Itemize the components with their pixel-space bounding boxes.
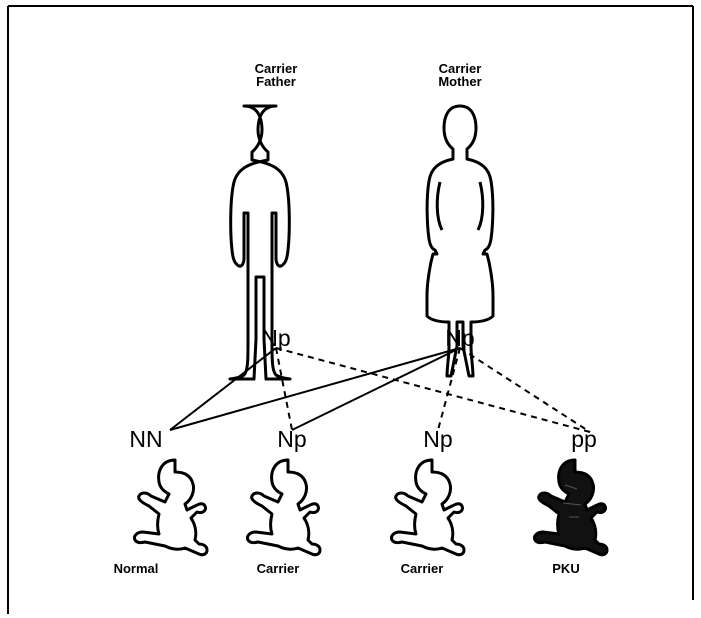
father-label: Carrier Father — [236, 62, 316, 88]
child-genotype: pp — [554, 428, 614, 451]
child-label: Normal — [96, 562, 176, 575]
mother-genotype: Np — [430, 327, 490, 350]
child-label: Carrier — [382, 562, 462, 575]
line-father-N-to-NN — [170, 348, 276, 430]
allele-lines — [170, 348, 590, 432]
line-father-p-to-Np — [276, 348, 292, 430]
line-mother-p-to-pp — [460, 348, 590, 432]
child-genotype: Np — [408, 428, 468, 451]
mother-label: Carrier Mother — [420, 62, 500, 88]
father-genotype: Np — [246, 327, 306, 350]
baby-normal-icon — [134, 460, 207, 555]
baby-carrier-2-icon — [391, 460, 464, 555]
baby-carrier-1-icon — [247, 460, 320, 555]
child-label: PKU — [526, 562, 606, 575]
child-genotype: NN — [116, 428, 176, 451]
baby-pku-icon — [534, 460, 607, 555]
child-genotype: Np — [262, 428, 322, 451]
child-label: Carrier — [238, 562, 318, 575]
